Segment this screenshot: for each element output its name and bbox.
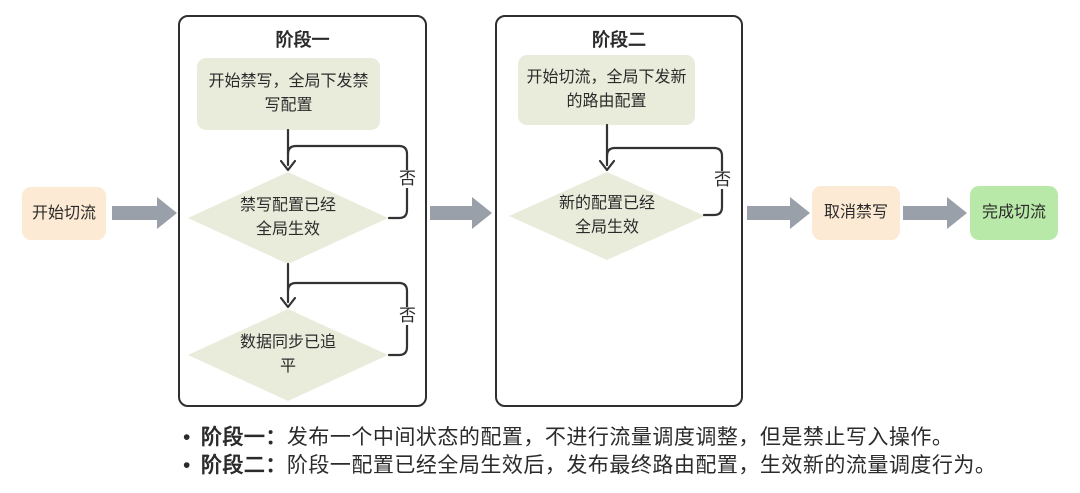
flow-arrow-phase1-to-phase2 xyxy=(430,197,492,229)
note-item-phase1: • 阶段一：发布一个中间状态的配置，不进行流量调度调整，但是禁止写入操作。 xyxy=(183,424,1053,452)
phase1-decision1-no-label: 否 xyxy=(398,169,417,188)
phase1-decision2-no-label: 否 xyxy=(398,306,417,325)
phase1-title: 阶段一 xyxy=(275,30,330,50)
finish-node: 完成切流 xyxy=(970,186,1058,240)
note-body: 阶段一配置已经全局生效后，发布最终路由配置，生效新的流量调度行为。 xyxy=(286,454,997,477)
phase2-process-node: 开始切流，全局下发新 的路由配置 xyxy=(518,55,695,125)
cancel-node: 取消禁写 xyxy=(812,186,900,240)
note-text: 阶段一：发布一个中间状态的配置，不进行流量调度调整，但是禁止写入操作。 xyxy=(201,424,954,452)
flow-arrow-phase2-to-cancel xyxy=(747,197,810,229)
note-body: 发布一个中间状态的配置，不进行流量调度调整，但是禁止写入操作。 xyxy=(286,426,954,449)
flow-arrow-start-to-phase1 xyxy=(112,197,177,229)
bullet-dot: • xyxy=(183,454,191,477)
phase2-decision-no-label: 否 xyxy=(713,170,732,189)
note-term: 阶段二： xyxy=(200,454,287,477)
phase1-process-node: 开始禁写，全局下发禁 写配置 xyxy=(197,58,380,130)
note-item-phase2: • 阶段二：阶段一配置已经全局生效后，发布最终路由配置，生效新的流量调度行为。 xyxy=(183,452,1053,480)
phase2-title: 阶段二 xyxy=(592,30,646,50)
flow-arrow-cancel-to-finish xyxy=(903,197,967,229)
bullet-dot: • xyxy=(183,426,191,449)
notes: • 阶段一：发布一个中间状态的配置，不进行流量调度调整，但是禁止写入操作。 • … xyxy=(183,424,1053,480)
start-node: 开始切流 xyxy=(22,187,106,240)
note-term: 阶段一： xyxy=(200,426,287,449)
note-text: 阶段二：阶段一配置已经全局生效后，发布最终路由配置，生效新的流量调度行为。 xyxy=(201,452,997,480)
